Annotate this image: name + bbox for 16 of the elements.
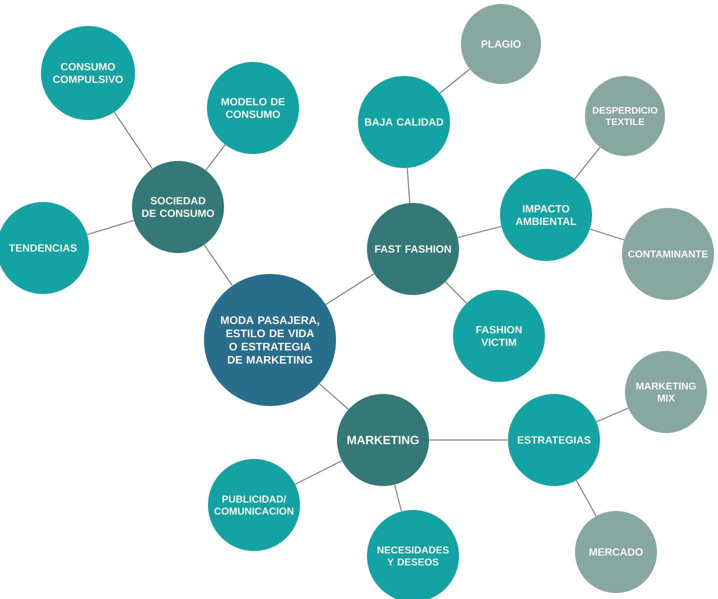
connector-line [406, 168, 410, 204]
connector-line [204, 244, 233, 286]
connector-line [325, 273, 375, 305]
connector-line [114, 112, 153, 170]
connector-line [574, 146, 600, 180]
connector-line [596, 408, 629, 422]
connector-line [590, 228, 624, 240]
connector-line [294, 460, 342, 485]
connector-line [319, 383, 349, 410]
connector-line [457, 226, 502, 238]
connector-line [576, 480, 597, 516]
connector-line [394, 484, 402, 512]
connector-line [444, 281, 468, 304]
connector-line [440, 68, 470, 94]
connector-line [205, 144, 226, 171]
connector-line [86, 220, 134, 236]
